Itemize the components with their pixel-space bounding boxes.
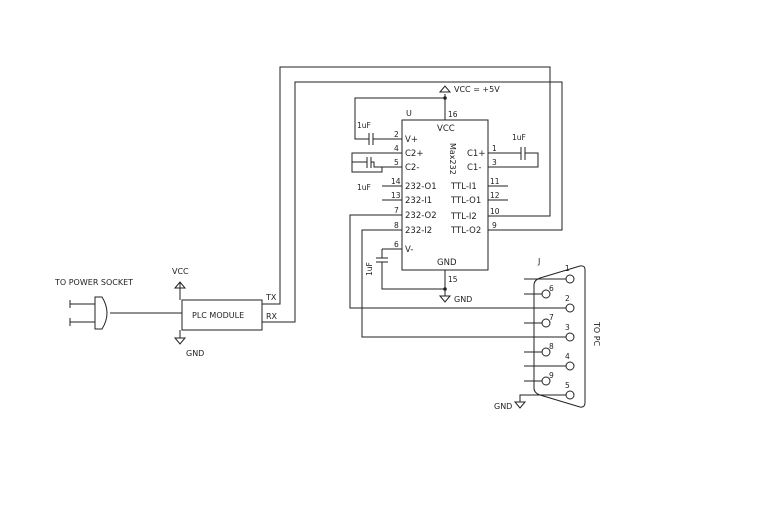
connector-gnd-label: GND — [494, 402, 512, 411]
plc-gnd-symbol — [173, 337, 187, 345]
ic-pin-num-7: 7 — [394, 206, 399, 215]
plc-vcc-arrow — [173, 281, 187, 289]
db9-pin-label-9: 9 — [549, 371, 554, 380]
db9-pin-label-7: 7 — [549, 313, 554, 322]
wire-232-i2 — [361, 229, 552, 338]
db9-pin-label-4: 4 — [565, 352, 570, 361]
ic-pin-num-9: 9 — [492, 221, 497, 230]
db9-row-a-pins — [524, 274, 575, 400]
ic-vcc-arrow — [438, 85, 452, 93]
ic-gnd-symbol — [438, 295, 452, 303]
wire-tx — [262, 66, 551, 305]
ic-pin-num-1: 1 — [492, 144, 497, 153]
ic-pin-name-vplus: V+ — [405, 135, 418, 145]
ic-pin-name-232-o2: 232-O2 — [405, 211, 437, 221]
ic-pin-name-ttl-i1: TTL-I1 — [450, 182, 477, 192]
db9-pin-label-2: 2 — [565, 294, 570, 303]
ic-right-pins — [488, 152, 508, 201]
ic-pin-num-13: 13 — [391, 191, 401, 200]
capacitor-vminus-label: 1uF — [365, 262, 374, 276]
ic-vcc-supply-label: VCC = +5V — [454, 85, 500, 94]
ic-pin-name-232-i1: 232-I1 — [405, 196, 432, 206]
db9-pin-label-3: 3 — [565, 323, 570, 332]
capacitor-c1-label: 1uF — [512, 133, 526, 142]
ic-part-label: Max232 — [448, 143, 457, 175]
wire-232-o2 — [349, 214, 552, 309]
db9-pin-label-6: 6 — [549, 284, 554, 293]
ic-pin-name-232-i2: 232-I2 — [405, 226, 432, 236]
plc-vcc-label: VCC — [172, 267, 189, 276]
capacitor-c2-label: 1uF — [357, 183, 371, 192]
ic-vcc-pin-number: 16 — [448, 110, 458, 119]
ic-pin-num-6: 6 — [394, 240, 399, 249]
ic-pin-name-c2plus: C2+ — [405, 149, 423, 159]
ic-pin-num-3: 3 — [492, 158, 497, 167]
capacitor-c1 — [508, 147, 539, 168]
to-pc-label: TO PC — [592, 321, 601, 347]
plc-gnd-label: GND — [186, 349, 204, 358]
plc-tx-label: TX — [265, 293, 277, 302]
connector-designator: J — [537, 257, 540, 266]
ic-gnd-pin-number: 15 — [448, 275, 458, 284]
db9-pin-label-1: 1 — [565, 264, 570, 273]
db9-connector-shell — [533, 265, 586, 408]
ic-pin-name-232-o1: 232-O1 — [405, 182, 437, 192]
ic-pin-num-5: 5 — [394, 158, 399, 167]
ic-pin-name-c2minus: C2- — [405, 163, 419, 173]
plc-module-label: PLC MODULE — [192, 311, 244, 320]
ic-pin-name-c1minus: C1- — [467, 163, 481, 173]
ic-pin-num-4: 4 — [394, 144, 399, 153]
ic-pin-num-10: 10 — [490, 207, 500, 216]
ic-pin-num-14: 14 — [391, 177, 401, 186]
db9-row-b-pins — [524, 289, 551, 386]
ic-pin-num-12: 12 — [490, 191, 500, 200]
ic-designator: U — [406, 109, 412, 118]
capacitor-vplus — [354, 97, 445, 145]
ic-left-pins — [382, 138, 402, 250]
db9-pin-label-5: 5 — [565, 381, 570, 390]
capacitor-c2 — [351, 152, 383, 173]
power-plug — [69, 296, 182, 330]
ic-pin-name-ttl-o2: TTL-O2 — [450, 226, 481, 236]
capacitor-vminus — [376, 249, 445, 290]
ic-vcc-pin-label: VCC — [437, 124, 455, 134]
power-socket-label: TO POWER SOCKET — [54, 278, 133, 287]
ic-pin-name-ttl-o1: TTL-O1 — [450, 196, 481, 206]
plc-module-box — [181, 299, 263, 331]
plc-rx-label: RX — [266, 312, 278, 321]
ic-pin-num-2: 2 — [394, 130, 399, 139]
wire-rx — [262, 81, 563, 323]
ic-pin-name-vminus: V- — [405, 245, 413, 255]
ic-pin-num-11: 11 — [490, 177, 500, 186]
ic-pin-name-c1plus: C1+ — [467, 149, 485, 159]
connector-gnd-symbol — [513, 401, 527, 409]
capacitor-vplus-label: 1uF — [357, 121, 371, 130]
ic-gnd-pin-label: GND — [437, 258, 457, 268]
ic-pin-name-ttl-i2: TTL-I2 — [450, 212, 477, 222]
db9-pin-label-8: 8 — [549, 342, 554, 351]
ic-gnd-label: GND — [454, 295, 472, 304]
ic-pin-num-8: 8 — [394, 221, 399, 230]
